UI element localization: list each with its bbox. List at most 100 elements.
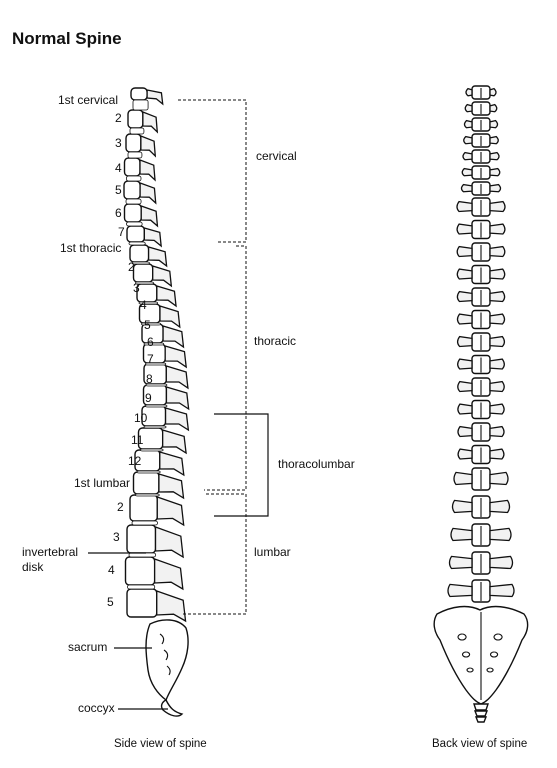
label-disk: disk xyxy=(22,560,44,574)
back-transverse-process xyxy=(447,583,515,598)
back-sacrum-foramina xyxy=(457,633,503,673)
side-disk xyxy=(136,470,161,474)
intervertebral-disks xyxy=(125,99,168,590)
caption-side-view: Side view of spine xyxy=(114,738,207,750)
label-c2: 2 xyxy=(115,111,122,125)
side-vertebra-body xyxy=(123,157,141,177)
back-transverse-process xyxy=(457,403,505,415)
label-1st-thoracic: 1st thoracic xyxy=(60,241,121,255)
back-transverse-process xyxy=(463,135,499,145)
side-vertebra-process xyxy=(162,325,185,349)
label-coccyx: coccyx xyxy=(78,701,115,715)
label-t9: 9 xyxy=(145,391,152,405)
label-c6: 6 xyxy=(115,206,122,220)
side-vertebra-process xyxy=(153,558,184,591)
side-vertebra-process xyxy=(139,182,157,205)
side-vertebra-body xyxy=(126,588,158,618)
label-l5: 5 xyxy=(107,595,114,609)
label-t3: 3 xyxy=(133,281,140,295)
side-disk xyxy=(135,493,160,497)
side-disk xyxy=(135,281,154,285)
side-disk xyxy=(145,362,167,366)
side-vertebra-process xyxy=(156,590,187,623)
side-vertebra-process xyxy=(165,365,189,390)
side-vertebra-process xyxy=(146,89,164,106)
side-disk xyxy=(143,342,165,346)
side-vertebra-process xyxy=(140,205,159,228)
side-disk xyxy=(143,425,167,429)
side-vertebra-process xyxy=(143,227,162,248)
sacrum-shape xyxy=(145,619,189,702)
side-vertebra-process xyxy=(156,496,185,527)
label-l4: 4 xyxy=(108,563,115,577)
back-transverse-process xyxy=(456,290,506,303)
side-disk xyxy=(132,99,149,111)
label-t6: 6 xyxy=(147,335,154,349)
side-vertebra-process xyxy=(147,246,168,268)
side-disk xyxy=(145,383,168,387)
caption-back-view: Back view of spine xyxy=(432,738,527,750)
side-vertebra-process xyxy=(159,451,185,477)
label-c7: 7 xyxy=(118,225,125,239)
side-disk xyxy=(125,198,142,205)
side-vertebra-body xyxy=(124,556,156,586)
side-disk xyxy=(138,301,158,305)
label-l2: 2 xyxy=(117,500,124,514)
thoracolumbar-bracket xyxy=(214,413,269,517)
back-view-illustration xyxy=(447,85,515,603)
sacrum-foramina xyxy=(159,633,171,676)
side-vertebra-body xyxy=(123,203,142,223)
side-vertebra-process xyxy=(164,345,188,369)
side-disk xyxy=(126,175,142,182)
side-vertebra-process xyxy=(162,429,187,455)
label-t7: 7 xyxy=(147,352,154,366)
back-transverse-process xyxy=(456,245,506,258)
region-cervical: cervical xyxy=(256,149,297,163)
side-vertebra-process xyxy=(156,285,177,308)
back-transverse-process xyxy=(453,471,509,486)
back-transverse-process xyxy=(456,223,506,235)
label-l3: 3 xyxy=(113,530,120,544)
back-transverse-process xyxy=(451,499,511,514)
back-transverse-process xyxy=(460,183,502,193)
label-t5: 5 xyxy=(144,318,151,332)
side-vertebra-body xyxy=(123,180,141,200)
side-vertebra-body xyxy=(132,263,154,283)
label-c4: 4 xyxy=(115,161,122,175)
back-transverse-process xyxy=(462,151,500,161)
back-transverse-process xyxy=(457,425,505,438)
label-t11: 11 xyxy=(131,433,144,447)
back-transverse-process xyxy=(457,380,505,393)
back-transverse-process xyxy=(456,313,506,325)
side-vertebra-process xyxy=(165,386,190,411)
page-title: Normal Spine xyxy=(12,29,122,48)
side-disk xyxy=(131,261,150,265)
label-t4: 4 xyxy=(140,298,147,312)
region-lumbar: lumbar xyxy=(254,545,291,559)
cervical-bracket xyxy=(178,99,247,243)
side-vertebra-process xyxy=(154,526,184,559)
side-vertebra-body xyxy=(130,87,148,101)
side-disk xyxy=(127,151,143,159)
back-transverse-process xyxy=(456,200,506,213)
side-vertebra-process xyxy=(139,159,156,182)
region-thoracolumbar: thoracolumbar xyxy=(278,457,355,471)
back-transverse-process xyxy=(463,119,499,129)
side-disk xyxy=(127,584,156,590)
back-transverse-process xyxy=(465,87,497,97)
label-t2: 2 xyxy=(128,260,135,274)
thoracic-bracket xyxy=(204,245,247,491)
label-1st-cervical: 1st cervical xyxy=(58,93,118,107)
side-disk xyxy=(140,448,164,452)
label-t8: 8 xyxy=(146,372,153,386)
side-vertebra-body xyxy=(132,471,160,495)
back-transverse-process xyxy=(464,103,498,113)
side-vertebra-process xyxy=(140,135,157,158)
side-vertebra-process xyxy=(142,111,159,134)
side-disk xyxy=(126,221,143,227)
region-thoracic: thoracic xyxy=(254,334,296,348)
side-vertebra-body xyxy=(126,225,146,243)
side-vertebra-process xyxy=(152,265,173,288)
side-disk xyxy=(128,241,146,246)
